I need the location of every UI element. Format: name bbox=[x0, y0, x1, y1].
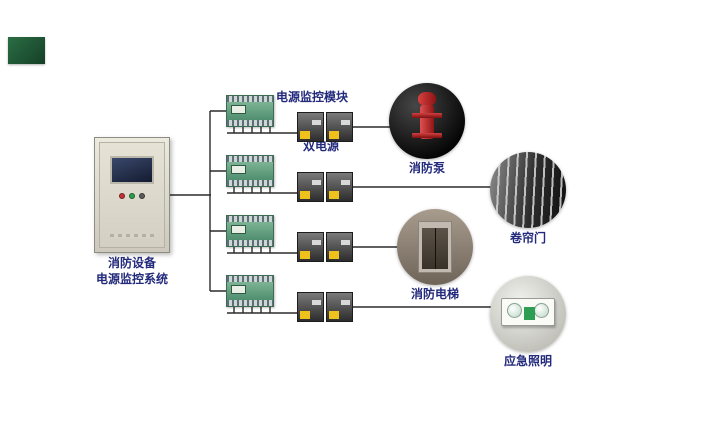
lamp-left bbox=[507, 303, 522, 318]
power-monitor-module-3 bbox=[226, 215, 274, 247]
light-fixture bbox=[501, 298, 555, 326]
module-display bbox=[231, 225, 246, 234]
pump-flange-bottom bbox=[412, 133, 442, 138]
terminal-strip-bottom bbox=[227, 240, 273, 246]
module-display bbox=[231, 165, 246, 174]
system-title: 消防设备 电源监控系统 bbox=[67, 256, 197, 287]
system-title-line2: 电源监控系统 bbox=[95, 271, 168, 286]
cabinet-vent bbox=[110, 234, 154, 237]
equipment-label-emergency-lighting: 应急照明 bbox=[503, 354, 552, 368]
equipment-label-fire-pump: 消防泵 bbox=[408, 161, 445, 175]
power-monitor-module-2 bbox=[226, 155, 274, 187]
ats-unit-b bbox=[326, 112, 353, 142]
dual-power-label: 双电源 bbox=[303, 139, 340, 153]
terminal-strip-top bbox=[227, 96, 273, 102]
monitoring-host-cabinet bbox=[94, 137, 170, 253]
terminal-strip-bottom bbox=[227, 120, 273, 126]
terminal-strip-top bbox=[227, 156, 273, 162]
fire-pump-photo bbox=[389, 83, 465, 159]
ats-unit-a bbox=[297, 292, 324, 322]
indicator-light-dark bbox=[139, 193, 145, 199]
terminal-strip-top bbox=[227, 216, 273, 222]
indicator-light-green bbox=[129, 193, 135, 199]
module-body bbox=[227, 282, 273, 300]
power-monitor-module-4 bbox=[226, 275, 274, 307]
ats-unit-b bbox=[326, 172, 353, 202]
fire-elevator-photo bbox=[397, 209, 473, 285]
dual-power-switch-3 bbox=[297, 232, 353, 262]
roller-door-photo bbox=[490, 152, 566, 228]
module-body bbox=[227, 162, 273, 180]
emergency-light-photo bbox=[490, 276, 566, 352]
pump-flange-top bbox=[412, 113, 442, 118]
elevator-door bbox=[422, 228, 448, 269]
site-logo bbox=[8, 37, 45, 64]
ats-unit-b bbox=[326, 292, 353, 322]
ats-unit-a bbox=[297, 232, 324, 262]
ats-unit-b bbox=[326, 232, 353, 262]
system-title-line1: 消防设备 bbox=[107, 256, 156, 270]
cabinet-indicator-lights bbox=[119, 193, 145, 199]
module-display bbox=[231, 105, 246, 114]
dual-power-switch-2 bbox=[297, 172, 353, 202]
terminal-strip-bottom bbox=[227, 300, 273, 306]
ats-unit-a bbox=[297, 172, 324, 202]
equipment-label-fire-elevator: 消防电梯 bbox=[410, 287, 459, 301]
module-body bbox=[227, 102, 273, 120]
elevator-door-split bbox=[435, 228, 436, 269]
pump-motor bbox=[418, 92, 436, 106]
terminal-strip-top bbox=[227, 276, 273, 282]
equipment-label-roller-door: 卷帘门 bbox=[509, 231, 546, 245]
battery-indicator bbox=[524, 307, 535, 320]
module-body bbox=[227, 222, 273, 240]
module-label: 电源监控模块 bbox=[276, 90, 349, 104]
cabinet-door bbox=[99, 142, 165, 248]
indicator-light-red bbox=[119, 193, 125, 199]
dual-power-switch-4 bbox=[297, 292, 353, 322]
elevator-frame bbox=[418, 221, 452, 273]
lamp-right bbox=[534, 303, 549, 318]
dual-power-switch-1 bbox=[297, 112, 353, 142]
cabinet-screen bbox=[110, 156, 154, 184]
ats-unit-a bbox=[297, 112, 324, 142]
power-monitor-module-1 bbox=[226, 95, 274, 127]
terminal-strip-bottom bbox=[227, 180, 273, 186]
module-display bbox=[231, 285, 246, 294]
